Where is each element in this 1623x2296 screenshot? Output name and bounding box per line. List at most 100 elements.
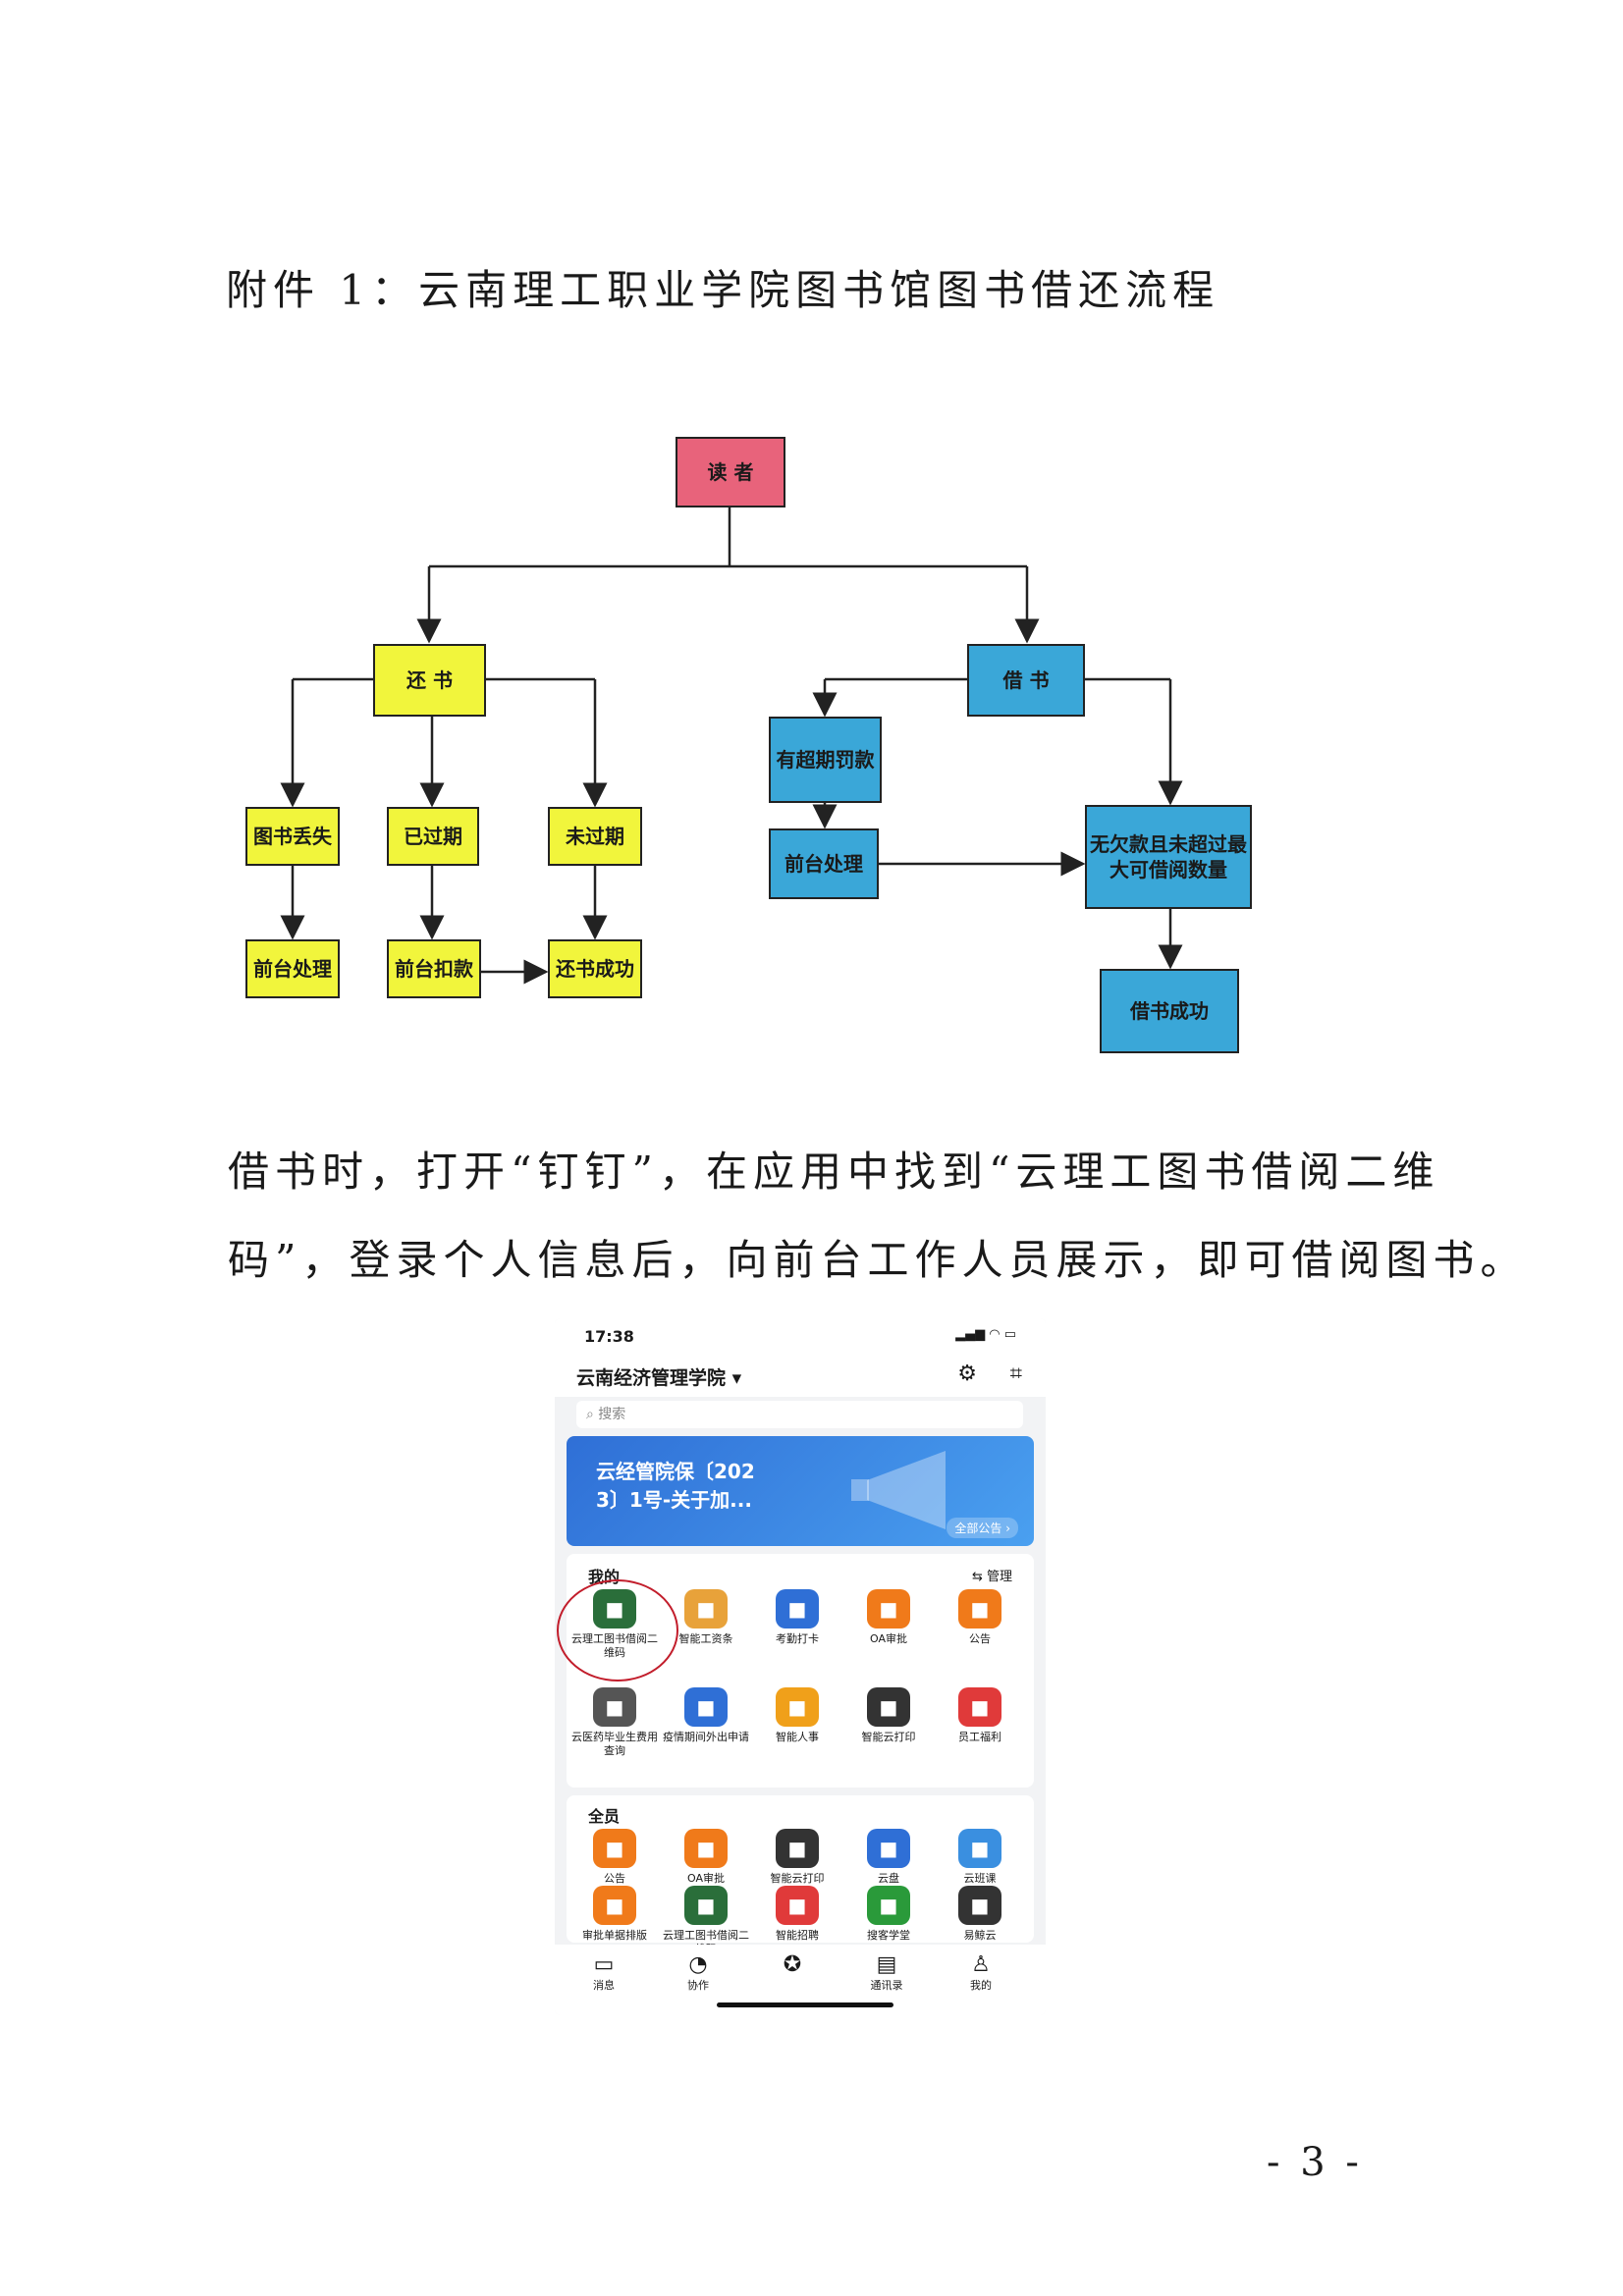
workspace-header: 云南经济管理学院 ▾ ⚙ ⌗	[555, 1354, 1046, 1397]
borrow-node: 借 书	[967, 644, 1085, 717]
tab-label: 通讯录	[870, 1979, 903, 1992]
app-tile[interactable]: ■ 易鲸云	[936, 1886, 1024, 1943]
app-label: 员工福利	[958, 1731, 1001, 1743]
library-qr-icon: ■	[593, 1589, 636, 1629]
tab-label: 协作	[687, 1979, 709, 1992]
borrow-success-node: 借书成功	[1100, 969, 1239, 1053]
settings-icon[interactable]: ⚙	[957, 1362, 977, 1386]
app-tile[interactable]: ■疫情期间外出申请	[662, 1687, 750, 1744]
status-time: 17:38	[584, 1327, 634, 1346]
app-label: 审批单据排版	[582, 1929, 647, 1942]
approval-icon: ■	[867, 1589, 910, 1629]
app-tile[interactable]: ■智能工资条	[662, 1589, 750, 1646]
app-tile[interactable]: ■智能云打印	[844, 1687, 933, 1744]
whale-icon: ■	[958, 1886, 1001, 1925]
print-icon: ■	[867, 1687, 910, 1727]
front-desk-borrow-node: 前台处理	[769, 828, 879, 899]
qr-scan-icon[interactable]: ⌗	[1009, 1362, 1022, 1386]
checkin-icon: ■	[776, 1589, 819, 1629]
expired-node: 已过期	[387, 807, 479, 866]
app-tile[interactable]: ■ 公告	[936, 1589, 1024, 1646]
tab-item[interactable]: ♙ 我的	[942, 1952, 1020, 1993]
org-switcher[interactable]: 云南经济管理学院 ▾	[576, 1367, 742, 1389]
app-tile[interactable]: ■ 智能人事	[753, 1687, 841, 1744]
not-expired-node: 未过期	[548, 807, 642, 866]
reader-node: 读 者	[676, 437, 785, 507]
manage-button[interactable]: ⇆ 管理	[971, 1570, 1012, 1584]
app-tile[interactable]: ■ 审批单据排版	[570, 1886, 659, 1943]
study-icon: ■	[867, 1886, 910, 1925]
home-logo-icon: ✪	[783, 1952, 802, 1977]
all-announcements-button[interactable]: 全部公告 ›	[947, 1518, 1018, 1538]
cloud-class-icon: ■	[958, 1829, 1001, 1868]
manage-label: 管理	[986, 1570, 1012, 1584]
app-tile[interactable]: ■ 公告	[570, 1829, 659, 1886]
tab-item[interactable]: ▤ 通讯录	[847, 1952, 926, 1993]
app-label: 易鲸云	[963, 1929, 997, 1942]
app-tile[interactable]: ■ 云班课	[936, 1829, 1024, 1886]
payslip-icon: ■	[684, 1589, 728, 1629]
app-tile[interactable]: ■云理工图书借阅二维码	[662, 1886, 750, 1956]
app-label: 智能人事	[776, 1731, 819, 1743]
tab-item[interactable]: ▭消息	[565, 1952, 643, 1993]
app-label: 疫情期间外出申请	[663, 1731, 749, 1743]
app-label: 考勤打卡	[776, 1632, 819, 1645]
app-tile[interactable]: ■OA审批	[844, 1589, 933, 1646]
app-tile[interactable]: ■云盘	[844, 1829, 933, 1886]
app-tile[interactable]: ■ 搜客学堂	[844, 1886, 933, 1943]
front-desk-node: 前台处理	[245, 939, 340, 998]
paragraph-line-2: 码”，登录个人信息后，向前台工作人员展示，即可借阅图书。	[228, 1236, 1528, 1284]
home-indicator	[717, 2002, 893, 2007]
search-input[interactable]: ⌕ 搜索	[576, 1401, 1023, 1428]
app-label: 搜客学堂	[867, 1929, 910, 1942]
form-icon: ■	[593, 1886, 636, 1925]
all-apps-card: 全员 ■公告■OA审批■智能云打印■云盘■云班课■审批单据排版■云理工图书借阅二…	[567, 1795, 1034, 1955]
megaphone-icon	[851, 1451, 946, 1529]
no-debt-line1: 无欠款且未超过最	[1090, 832, 1247, 856]
tab-item[interactable]: ✪	[753, 1952, 832, 1977]
banner-line-2: 3〕1号-关于加...	[596, 1488, 752, 1512]
app-label: 云班课	[963, 1872, 997, 1885]
hr-icon: ■	[776, 1687, 819, 1727]
app-tile[interactable]: ■ 云理工图书借阅二维码	[570, 1589, 659, 1660]
return-success-node: 还书成功	[548, 939, 642, 998]
app-label: 公告	[969, 1632, 991, 1645]
app-label: OA审批	[687, 1872, 725, 1885]
app-label: 公告	[604, 1872, 625, 1885]
app-tile[interactable]: ■云医药毕业生费用查询	[570, 1687, 659, 1758]
my-apps-card: 我的 ⇆ 管理 ■云理工图书借阅二维码■智能工资条■考勤打卡■OA审批■公告■云…	[557, 1554, 1034, 1788]
app-tile[interactable]: ■ 员工福利	[936, 1687, 1024, 1744]
announce-icon: ■	[593, 1829, 636, 1868]
announcement-banner[interactable]: 云经管院保〔202 3〕1号-关于加... 全部公告 ›	[567, 1436, 1034, 1546]
flowchart: 读 者 还 书 借 书 图书丢失 已过期 未过期 前台处理 前台扣款 还书成功 …	[0, 0, 1623, 1080]
welfare-icon: ■	[958, 1687, 1001, 1727]
all-section-title: 全员	[588, 1807, 621, 1826]
app-tile[interactable]: ■ OA审批	[662, 1829, 750, 1886]
search-placeholder: 搜索	[598, 1407, 626, 1422]
status-bar: 17:38 ▂▄▆ ◠ ▭	[555, 1318, 1046, 1354]
search-icon: ⌕	[586, 1407, 594, 1422]
announce-icon: ■	[958, 1589, 1001, 1629]
app-tile[interactable]: ■智能云打印	[753, 1829, 841, 1886]
app-tile[interactable]: ■智能招聘	[753, 1886, 841, 1943]
document-heading: 附件 1：云南理工职业学院图书馆图书借还流程	[226, 266, 1220, 314]
contacts-icon: ▤	[876, 1952, 897, 1977]
collab-icon: ◔	[688, 1952, 708, 1977]
deduct-node: 前台扣款	[387, 939, 481, 998]
app-tile[interactable]: ■ 考勤打卡	[753, 1589, 841, 1646]
return-node: 还 书	[373, 644, 486, 717]
profile-icon: ♙	[971, 1952, 991, 1977]
no-debt-line2: 大可借阅数量	[1109, 858, 1227, 881]
tab-item[interactable]: ◔ 协作	[659, 1952, 737, 1993]
message-icon: ▭	[593, 1952, 615, 1977]
paragraph-line-1: 借书时，打开“钉钉”，在应用中找到“云理工图书借阅二维	[228, 1148, 1440, 1196]
org-name: 云南经济管理学院	[576, 1367, 727, 1389]
bottom-tab-bar: ▭消息 ◔ 协作 ✪ ▤ 通讯录 ♙ 我的	[555, 1945, 1046, 2015]
dingtalk-screenshot: 17:38 ▂▄▆ ◠ ▭ 云南经济管理学院 ▾ ⚙ ⌗ ⌕ 搜索 云经管院保〔…	[555, 1318, 1046, 2015]
app-label: 智能招聘	[776, 1929, 819, 1942]
app-label: 云盘	[878, 1872, 899, 1885]
tab-label: 我的	[970, 1979, 992, 1992]
app-label: 云理工图书借阅二维码	[571, 1632, 658, 1659]
approval-icon: ■	[684, 1829, 728, 1868]
no-debt-node: 无欠款且未超过最 大可借阅数量	[1085, 805, 1252, 909]
